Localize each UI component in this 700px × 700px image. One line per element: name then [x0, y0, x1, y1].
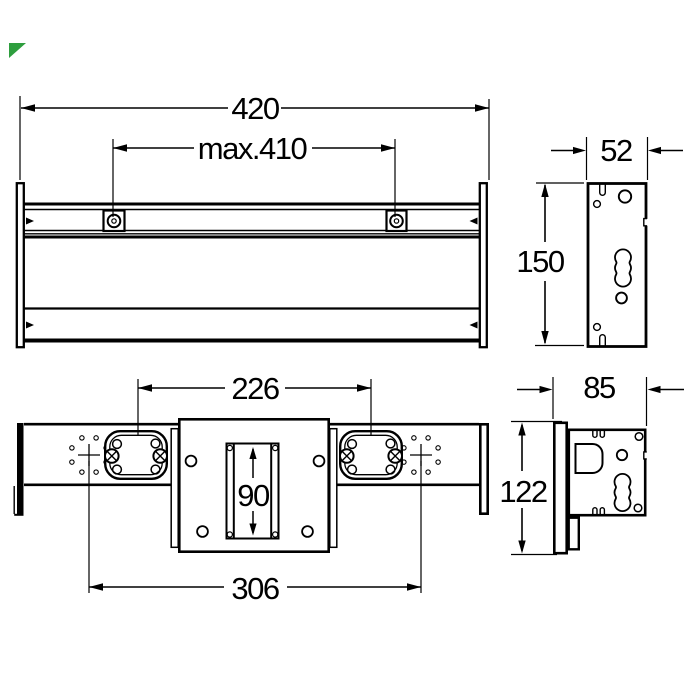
dim-306: 306 [88, 461, 422, 606]
dim-bracket-depth-label: 85 [583, 370, 615, 405]
left-slider-block [102, 209, 126, 233]
left-swivel-connector [103, 430, 168, 481]
bracket-top-slots [592, 430, 606, 438]
crossbar-left-end [13, 423, 24, 516]
top-edge-slot [599, 183, 606, 196]
weld-mark-arrows [26, 217, 478, 329]
dim-max410: max.410 [112, 131, 396, 217]
plate-hole [301, 525, 314, 538]
dim-fixture-centers-label: 226 [231, 371, 278, 406]
bracket-hole-top [634, 431, 644, 442]
rail-front-view: 420 max.410 [15, 91, 490, 349]
hole-small-bottom [592, 322, 602, 332]
hole-small-top [592, 199, 602, 209]
hole-mid [615, 291, 628, 305]
right-swivel-connector [339, 430, 404, 481]
rail-profile-lines [24, 202, 479, 343]
brand-mark-icon [9, 43, 26, 58]
rail-left-end-plate [15, 182, 25, 349]
dim-height-label: 150 [516, 244, 564, 279]
dim-85: 85 [517, 370, 684, 426]
crossbar-right-end [478, 422, 489, 515]
dim-depth-label: 52 [600, 133, 632, 168]
right-slider-block [385, 209, 408, 233]
hole-large-top [617, 189, 633, 204]
bracket-hole-bottom [633, 503, 643, 513]
dim-slot-height-label: 90 [237, 478, 270, 513]
dim-adjustable-range-label: max.410 [198, 131, 308, 166]
plate-hole [184, 454, 198, 468]
rail-right-end-plate [478, 182, 488, 349]
crossbar-front-view: 90 226 306 [13, 371, 489, 606]
bracket-hole-mid [615, 448, 629, 462]
bottom-edge-slot [599, 334, 606, 347]
dim-122: 122 [499, 420, 562, 556]
bracket-square-hole [574, 443, 604, 474]
side-lower-leg [567, 516, 581, 551]
dim-420: 420 [19, 91, 490, 180]
dim-overall-width-label: 420 [231, 91, 279, 126]
right-edge-notch [643, 217, 648, 227]
screw-head-icon [339, 448, 404, 464]
crossbar-side-view: 85 122 [499, 370, 684, 556]
dim-150: 150 [516, 182, 584, 347]
screw-head-icon [104, 448, 168, 464]
dim-226: 226 [137, 371, 372, 436]
dim-52: 52 [551, 133, 683, 180]
plate-hole [312, 454, 326, 468]
rail-side-view: 52 150 [516, 133, 683, 348]
dim-bracket-height-label: 122 [499, 474, 546, 509]
rail-side-plate [586, 182, 648, 348]
dim-anchor-centers-label: 306 [231, 571, 278, 606]
bracket-bottom-slots [592, 507, 606, 515]
plate-hole [196, 525, 209, 538]
dim-90: 90 [237, 447, 271, 536]
bracket-right-notch [643, 451, 648, 460]
center-mounting-plate: 90 [170, 417, 338, 553]
left-anchor-cross [69, 435, 109, 475]
side-vertical-plate [552, 421, 568, 555]
